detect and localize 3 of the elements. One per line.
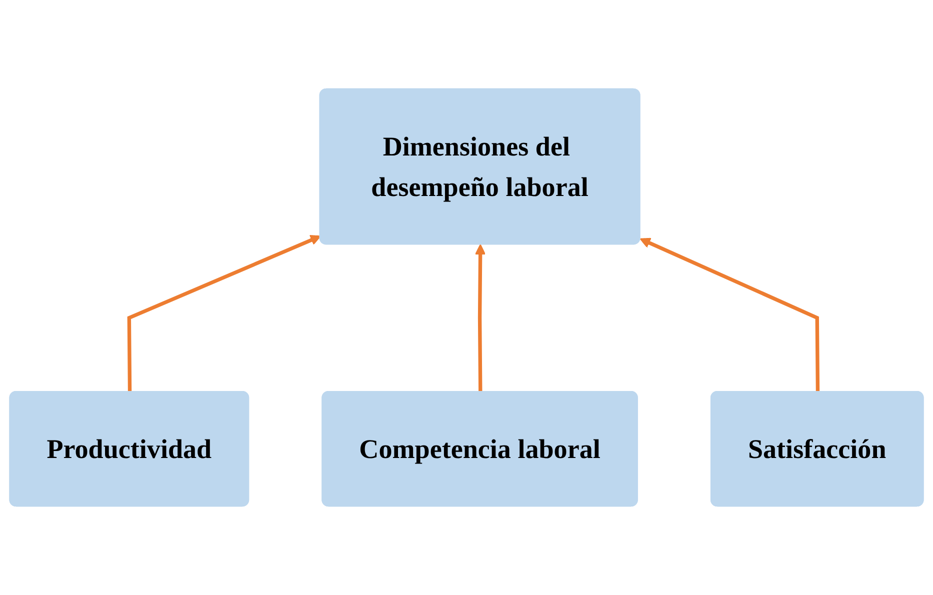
- arrow: [127, 234, 322, 392]
- arrow: [640, 238, 820, 392]
- arrow: [474, 244, 486, 392]
